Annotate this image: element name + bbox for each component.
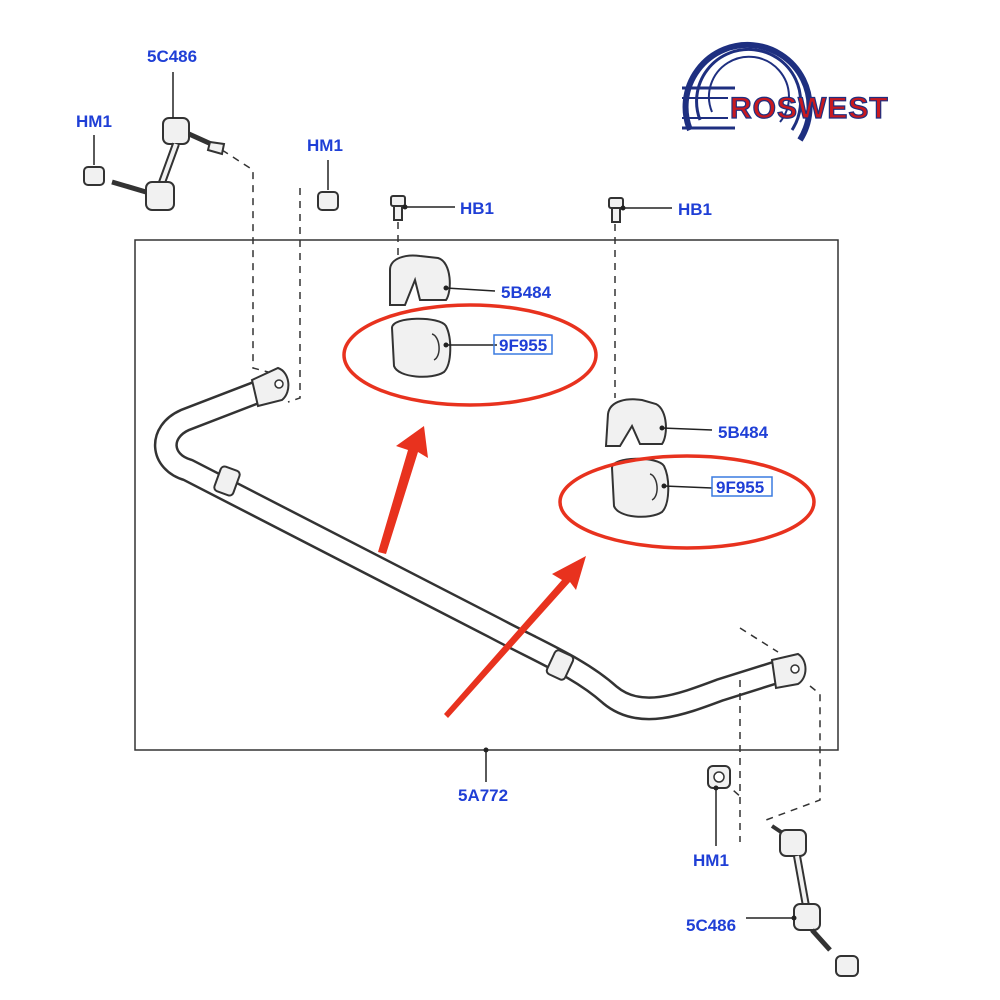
guide-dash-right-c: [765, 685, 821, 821]
stabilizer-link-bottom: [746, 824, 832, 952]
brand-logo: ROSWEST: [682, 41, 889, 142]
bolt-hb1-right: [608, 197, 672, 223]
bar-collar-left: [213, 465, 241, 497]
label-hm1-bottom: HM1: [693, 851, 729, 870]
nut-hm1-top-left: [83, 135, 105, 186]
bushing-label-highlight-right: [711, 476, 773, 497]
label-stabilizer-bar: 5A772: [458, 786, 508, 805]
highlight-ellipse-right: [558, 454, 816, 550]
stabilizer-link-top: [111, 72, 226, 211]
guide-dash-left-a: [221, 149, 269, 373]
bushing-9f955-right: [610, 457, 713, 518]
nut-hm1-top-mid: [317, 160, 339, 211]
highlight-ellipse-left: [342, 303, 598, 407]
bar-end-eye-right: [770, 652, 807, 690]
nut-bottom: [835, 955, 859, 977]
bracket-5b484-left: [389, 254, 496, 306]
bushing-label-highlight-left: [493, 334, 553, 355]
stabilizer-bar: [153, 366, 807, 721]
label-bushing-right: 9F955: [716, 478, 764, 497]
bar-end-eye-left: [250, 366, 290, 408]
label-hb1-right: HB1: [678, 200, 712, 219]
guide-dash-right-a: [739, 627, 779, 653]
bushing-9f955-left: [390, 317, 497, 378]
highlight-arrow-right: [444, 556, 586, 718]
washer-hm1-bottom: [707, 765, 731, 846]
label-hm1-top-mid: HM1: [307, 136, 343, 155]
brand-name: ROSWEST: [730, 92, 889, 125]
label-link-bottom: 5C486: [686, 916, 736, 935]
highlight-arrow-left: [378, 426, 428, 554]
bar-collar-right: [545, 649, 575, 681]
label-hb1-left: HB1: [460, 199, 494, 218]
label-link-top: 5C486: [147, 47, 197, 66]
label-bracket-right: 5B484: [718, 423, 769, 442]
logo-swoosh-icon: [682, 41, 813, 142]
bracket-5b484-right: [604, 398, 713, 447]
guide-dash-left-b: [287, 188, 301, 403]
label-bushing-left: 9F955: [499, 336, 547, 355]
bolt-hb1-left: [390, 195, 455, 221]
label-hm1-top-left: HM1: [76, 112, 112, 131]
label-bracket-left: 5B484: [501, 283, 552, 302]
